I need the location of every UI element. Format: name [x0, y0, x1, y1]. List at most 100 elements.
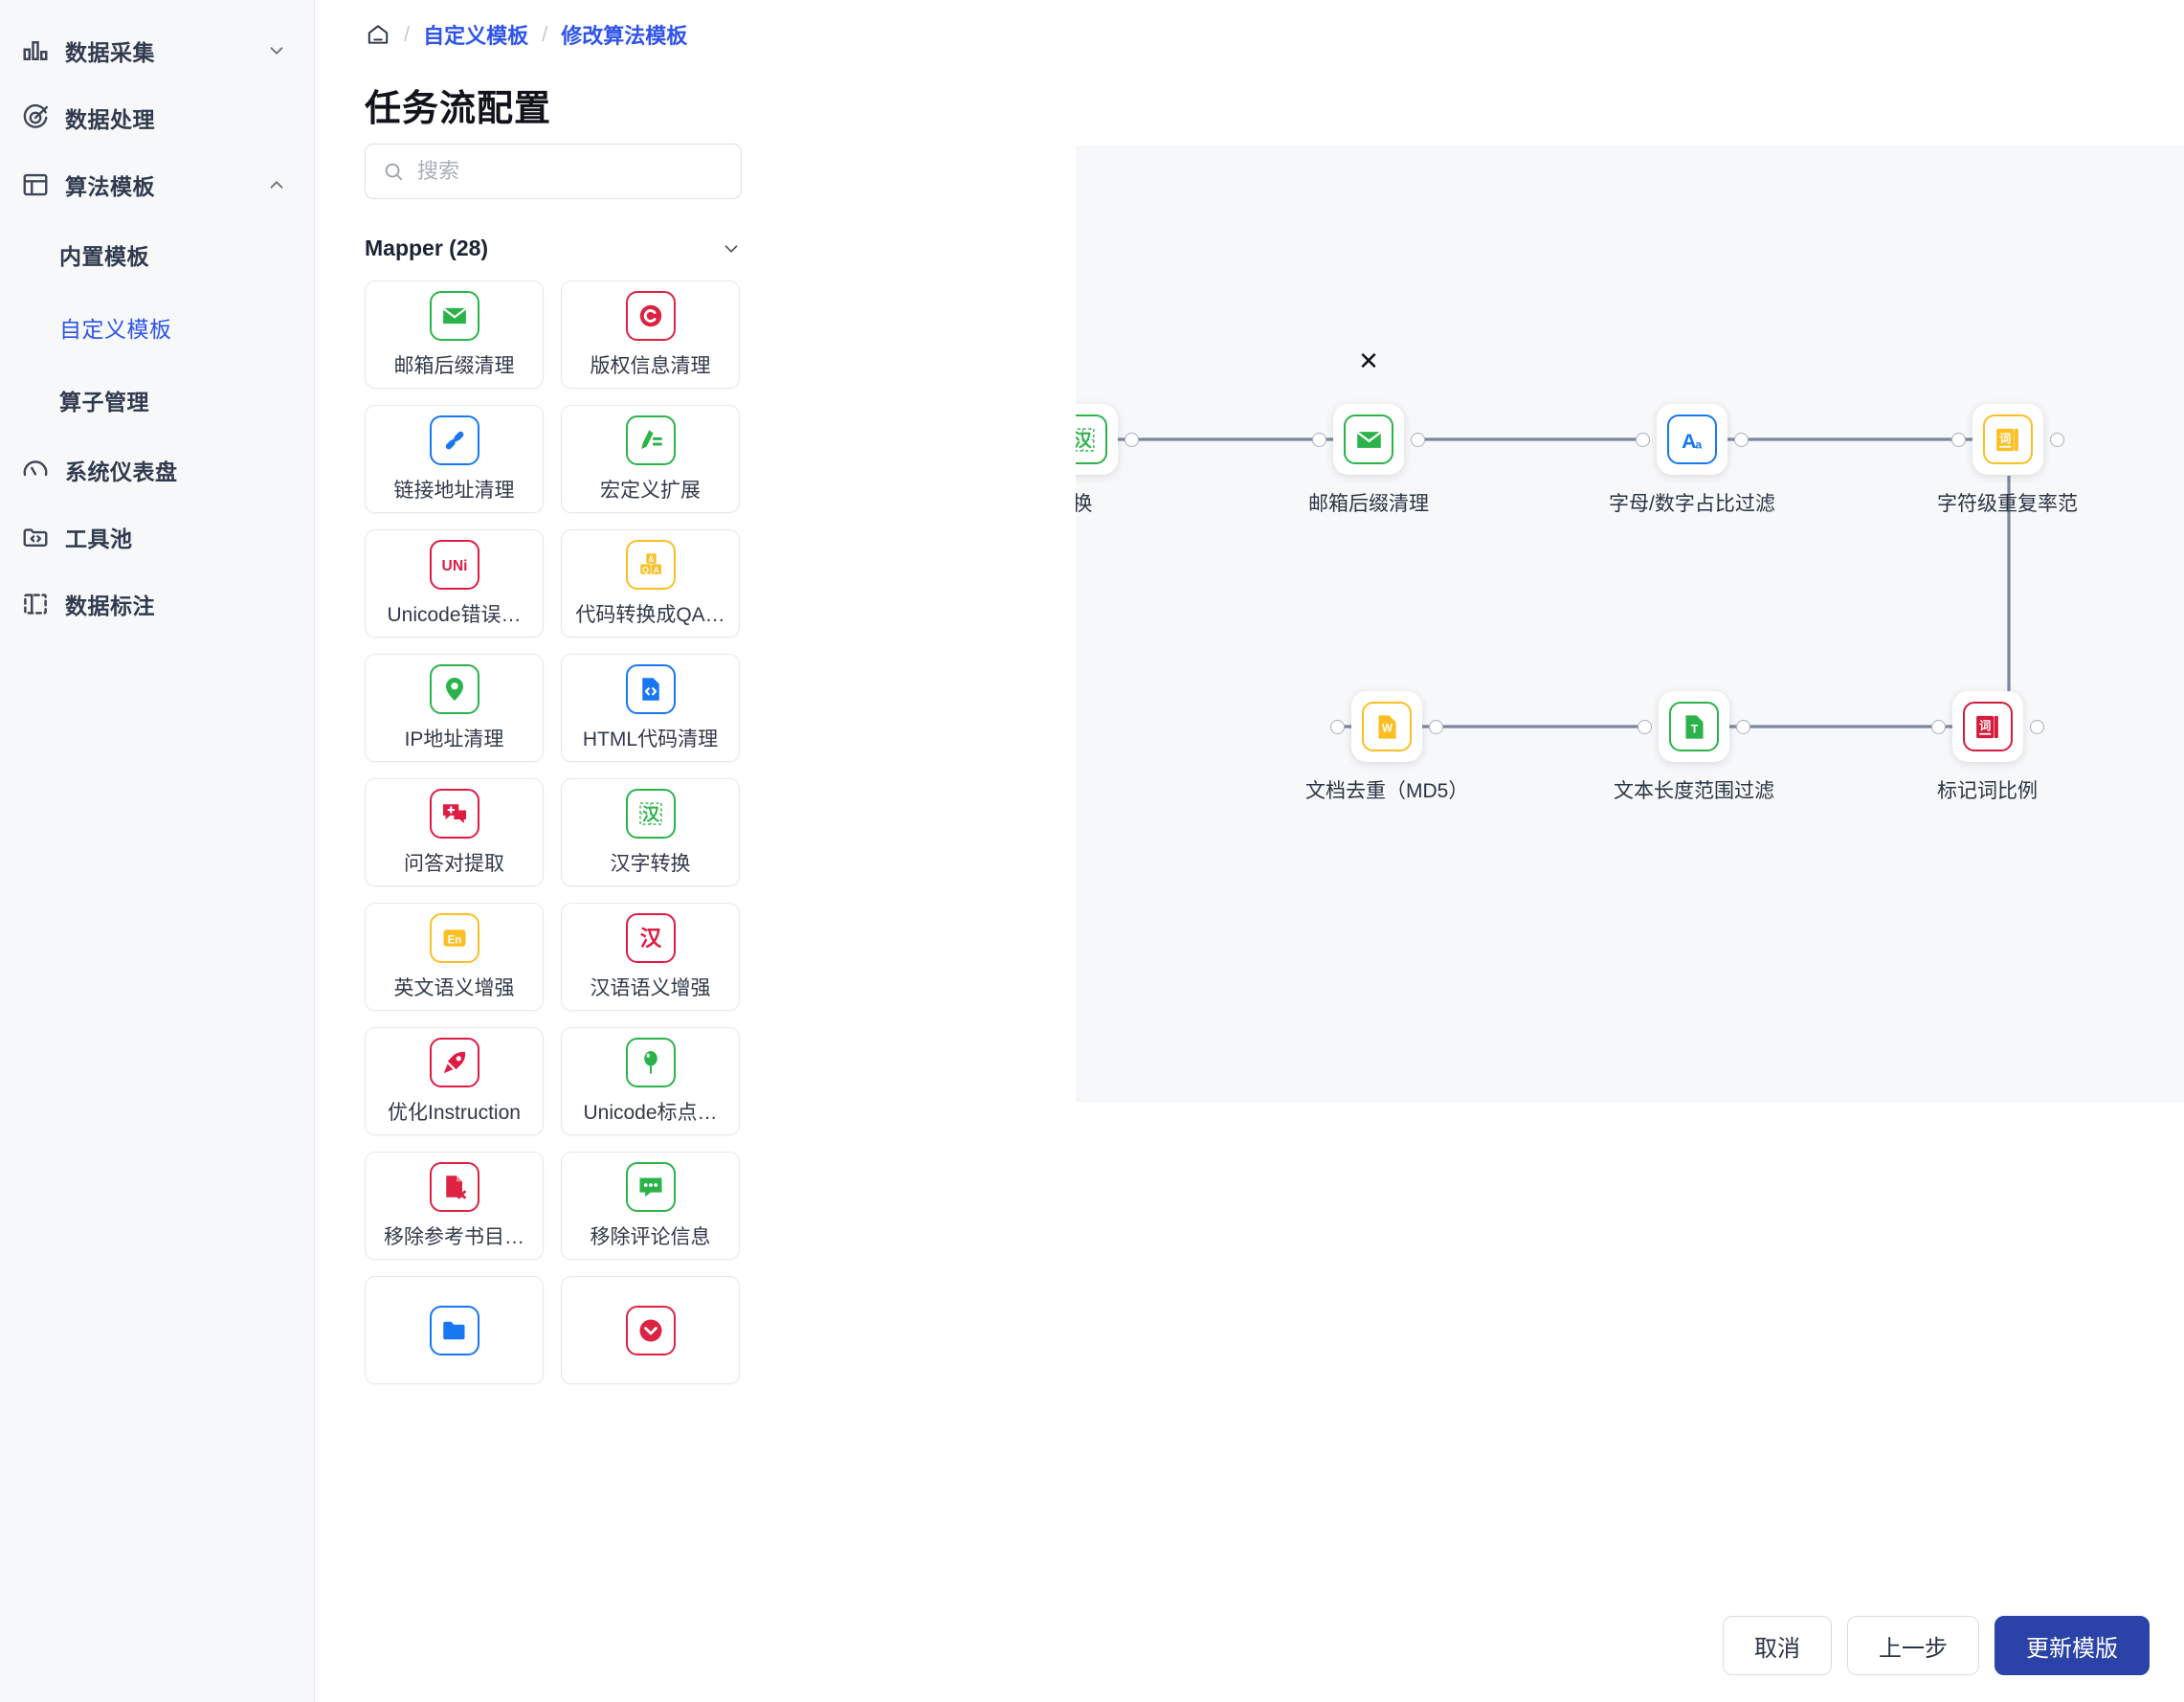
operator-card[interactable]: 优化Instruction: [365, 1027, 544, 1135]
node-output-port[interactable]: [2029, 719, 2044, 734]
node-input-port[interactable]: [1312, 432, 1326, 447]
operator-card-label: 宏定义扩展: [600, 479, 701, 502]
chevron-down-icon[interactable]: [266, 40, 287, 61]
workflow-node-label: 文档去重（MD5）: [1305, 780, 1469, 802]
operator-card[interactable]: 汉汉语语义增强: [561, 903, 740, 1011]
link-icon: [429, 414, 479, 465]
bar-chart-icon: [21, 36, 50, 65]
operator-card[interactable]: 移除参考书目…: [365, 1152, 544, 1260]
svg-text:En: En: [447, 934, 461, 946]
node-output-port[interactable]: [1429, 719, 1444, 734]
operator-card-label: 汉字转换: [610, 852, 691, 875]
operator-card[interactable]: 邮箱后缀清理: [365, 280, 544, 389]
sidebar-item-tool-pool[interactable]: 工具池: [0, 504, 314, 571]
svg-text:A: A: [1683, 430, 1697, 453]
workflow-node-label: 邮箱后缀清理: [1308, 493, 1429, 515]
breadcrumb-item-edit-template[interactable]: 修改算法模板: [561, 24, 688, 48]
node-input-port[interactable]: [1330, 719, 1346, 734]
operator-card-label: 问答对提取: [404, 852, 504, 875]
sidebar-item-data-collection[interactable]: 数据采集: [0, 17, 314, 84]
workflow-node[interactable]: 词字符级重复率范: [1937, 404, 2078, 517]
operator-card[interactable]: [561, 1276, 740, 1384]
node-output-port[interactable]: [1411, 432, 1425, 447]
operator-card-label: 代码转换成QA…: [575, 603, 725, 626]
workflow-node[interactable]: 词标记词比例: [1930, 691, 2044, 804]
operator-card[interactable]: 链接地址清理: [365, 405, 544, 513]
map-pin-icon: [429, 663, 479, 714]
sidebar-item-system-dashboard[interactable]: 系统仪表盘: [0, 437, 314, 504]
footer-actions: 取消 上一步 更新模版: [1723, 1616, 2150, 1675]
operator-card[interactable]: 版权信息清理: [561, 280, 740, 389]
search-icon: [383, 161, 404, 182]
svg-text:汉: 汉: [641, 804, 659, 824]
operator-card[interactable]: 问答对提取: [365, 778, 544, 886]
workflow-node[interactable]: W 文档去重（MD5）: [1305, 691, 1468, 804]
operator-group-header-mapper[interactable]: Mapper (28): [365, 235, 742, 261]
workflow-node[interactable]: ✕ 邮箱后缀清理: [1308, 348, 1429, 517]
update-template-button[interactable]: 更新模版: [1995, 1616, 2150, 1675]
workflow-node-box[interactable]: 汉: [1076, 404, 1139, 475]
node-output-port[interactable]: [1736, 719, 1750, 734]
workflow-node[interactable]: 汉换: [1076, 404, 1139, 517]
sidebar-item-algorithm-template[interactable]: 算法模板: [0, 151, 314, 218]
sidebar-item-data-annotation[interactable]: 数据标注: [0, 571, 314, 638]
previous-step-button[interactable]: 上一步: [1847, 1616, 1979, 1675]
workflow-node-box[interactable]: T: [1638, 691, 1750, 762]
workflow-node-box[interactable]: ✕: [1312, 348, 1425, 475]
node-input-port[interactable]: [1635, 432, 1650, 447]
search-box[interactable]: [365, 144, 742, 199]
node-output-port[interactable]: [2049, 432, 2064, 447]
sidebar-subitem-custom-template[interactable]: 自定义模板: [0, 291, 314, 364]
node-close-icon[interactable]: ✕: [1358, 347, 1379, 375]
node-input-port[interactable]: [1950, 432, 1966, 447]
sidebar-subitem-operator-management[interactable]: 算子管理: [0, 364, 314, 437]
operator-card[interactable]: [365, 1276, 544, 1384]
node-output-port[interactable]: [1125, 432, 1139, 447]
chevron-down-icon[interactable]: [721, 238, 742, 259]
code-folder-icon: [21, 523, 50, 551]
cancel-button[interactable]: 取消: [1723, 1616, 1832, 1675]
workflow-node-box[interactable]: 词: [1950, 404, 2064, 475]
operator-card-label: Unicode错误…: [387, 603, 522, 626]
svg-text:词: 词: [1999, 432, 2011, 445]
sidebar-subitem-builtin-template[interactable]: 内置模板: [0, 218, 314, 291]
operator-card[interactable]: HTML代码清理: [561, 654, 740, 762]
workflow-node-label: 标记词比例: [1937, 780, 2038, 802]
operator-group-title: Mapper (28): [365, 235, 489, 260]
search-input[interactable]: [417, 159, 724, 184]
svg-text:T: T: [1690, 722, 1698, 735]
operator-card[interactable]: 移除评论信息: [561, 1152, 740, 1260]
operator-card[interactable]: 汉汉字转换: [561, 778, 740, 886]
chevron-up-icon[interactable]: [266, 174, 287, 195]
operator-card-label: Unicode标点…: [583, 1101, 718, 1124]
workflow-node-label: 换: [1076, 493, 1093, 515]
node-input-port[interactable]: [1930, 719, 1946, 734]
sidebar-item-label: 数据处理: [65, 107, 155, 132]
workflow-node-box[interactable]: 词: [1930, 691, 2044, 762]
sidebar-item-data-processing[interactable]: 数据处理: [0, 84, 314, 151]
node-output-port[interactable]: [1733, 432, 1749, 447]
workflow-node-box[interactable]: W: [1330, 691, 1444, 762]
operator-card[interactable]: Unicode标点…: [561, 1027, 740, 1135]
sidebar: 数据采集 数据处理 算法模板 内置模板 自定义模板: [0, 0, 315, 1702]
svg-text:A: A: [653, 565, 659, 574]
operator-card[interactable]: 宏定义扩展: [561, 405, 740, 513]
svg-text:词: 词: [1979, 719, 1991, 732]
operator-card-label: 版权信息清理: [590, 354, 711, 377]
balloon-icon: [625, 1037, 676, 1087]
t-doc-icon: T: [1669, 702, 1719, 751]
operator-card[interactable]: IP地址清理: [365, 654, 544, 762]
node-input-port[interactable]: [1638, 719, 1652, 734]
han-brush-icon: 汉: [625, 912, 676, 963]
breadcrumb-item-custom-template[interactable]: 自定义模板: [423, 24, 529, 48]
home-icon[interactable]: [366, 22, 390, 47]
sidebar-subitem-label: 内置模板: [59, 244, 149, 269]
